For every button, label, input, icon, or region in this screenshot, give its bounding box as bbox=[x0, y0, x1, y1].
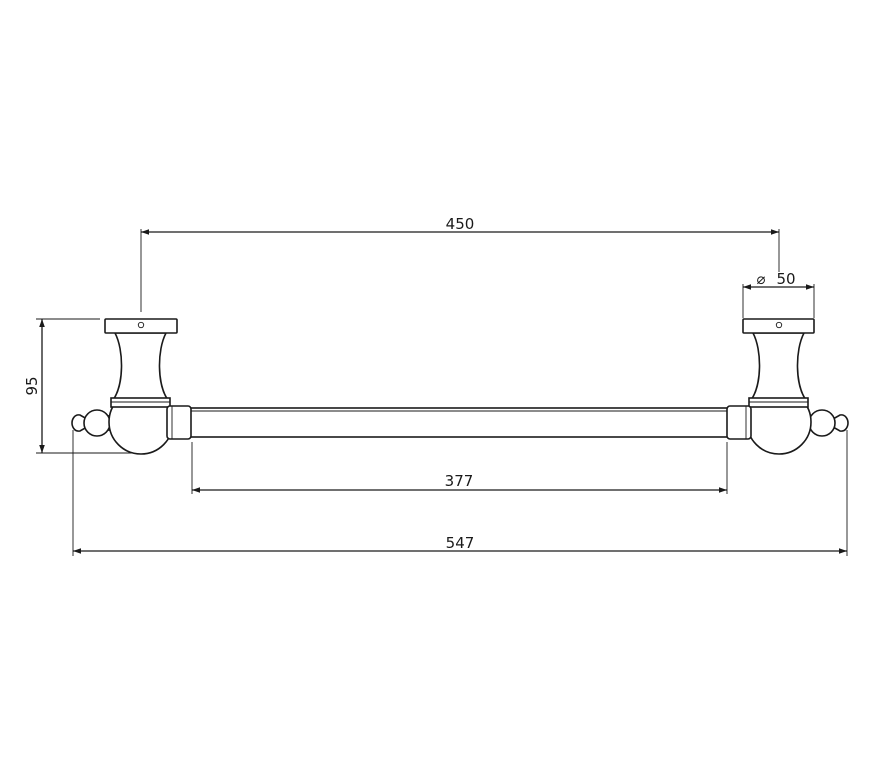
left-finial-tip bbox=[71, 414, 96, 432]
left-rod-connector bbox=[166, 405, 192, 440]
dimension-mount-spacing: 450 bbox=[140, 215, 780, 312]
right-bracket bbox=[726, 318, 849, 455]
diameter-symbol: ⌀ bbox=[756, 270, 765, 288]
right-rod-connector bbox=[726, 405, 752, 440]
right-bracket-neck bbox=[749, 332, 808, 401]
dimension-overall-length: 547 bbox=[72, 430, 848, 556]
dimension-label-50: 50 bbox=[776, 270, 795, 288]
right-rose-plate bbox=[742, 318, 815, 334]
left-rose-screw-hole bbox=[137, 321, 145, 329]
left-bracket-collar bbox=[110, 397, 171, 408]
rod-tube bbox=[189, 407, 729, 438]
right-bracket-collar bbox=[748, 397, 809, 408]
left-bracket-neck bbox=[111, 332, 170, 401]
dimension-height: 95 bbox=[23, 318, 134, 454]
left-finial-knob bbox=[83, 409, 111, 437]
right-finial-knob bbox=[808, 409, 836, 437]
dimension-label-95: 95 bbox=[23, 376, 41, 395]
dimension-label-377: 377 bbox=[445, 472, 474, 490]
right-finial-tip bbox=[824, 414, 849, 432]
towel-bar-rod bbox=[189, 407, 729, 438]
right-rose-screw-hole bbox=[775, 321, 783, 329]
dimension-bar-length: 377 bbox=[191, 442, 728, 494]
dimension-rose-diameter: ⌀ 50 bbox=[742, 270, 815, 318]
left-rose-plate bbox=[104, 318, 178, 334]
dimension-label-547: 547 bbox=[446, 534, 475, 552]
left-bracket bbox=[71, 318, 192, 455]
dimension-label-450: 450 bbox=[446, 215, 475, 233]
